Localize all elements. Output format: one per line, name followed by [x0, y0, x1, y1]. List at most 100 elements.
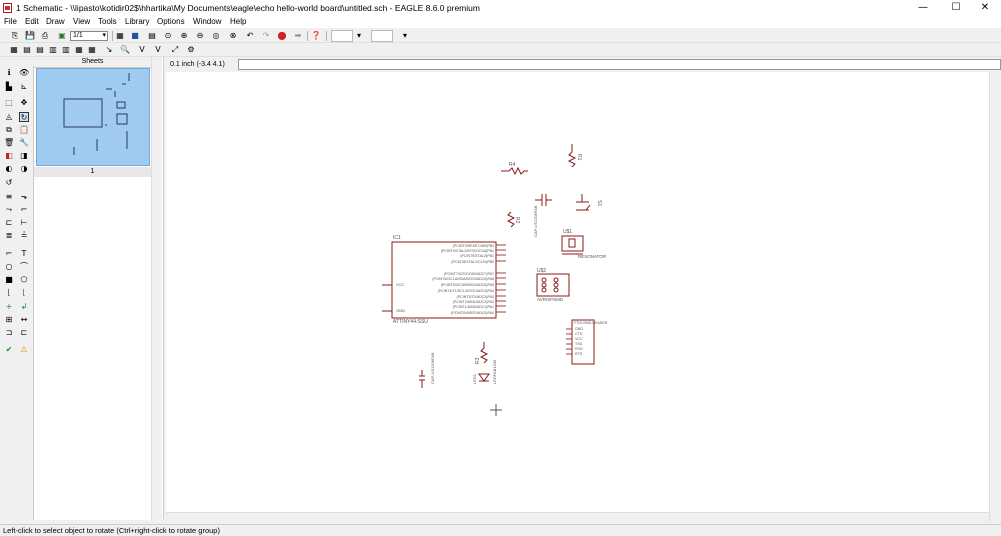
- layer-icon[interactable]: ▤: [23, 45, 31, 54]
- paste-icon[interactable]: 📋: [19, 125, 29, 134]
- gate-icon[interactable]: ⊐: [5, 328, 13, 337]
- erc-icon[interactable]: ✔: [5, 345, 13, 354]
- route-icon[interactable]: ⤢: [171, 45, 179, 54]
- junction-icon[interactable]: +: [5, 302, 13, 311]
- wrench-icon[interactable]: 🔧: [19, 138, 29, 147]
- bus-icon[interactable]: ⌊: [22, 288, 26, 297]
- menu-help[interactable]: Help: [230, 17, 247, 26]
- sheets-scrollbar[interactable]: [151, 57, 162, 520]
- r4-label: R4: [509, 162, 516, 168]
- minimize-button[interactable]: —: [918, 2, 928, 13]
- delete-icon[interactable]: 🗑: [4, 138, 15, 147]
- open-icon[interactable]: ⎘: [11, 31, 19, 40]
- fusion-sync-icon[interactable]: [371, 30, 393, 42]
- split-wire-icon[interactable]: ⤳: [5, 205, 13, 214]
- net-icon[interactable]: ⌊: [7, 288, 11, 297]
- warning-icon[interactable]: ⚠: [20, 345, 28, 354]
- split-icon[interactable]: ◑: [20, 164, 28, 173]
- name-icon[interactable]: ⌐: [20, 205, 28, 214]
- chevron-down-icon[interactable]: ▾: [356, 31, 361, 40]
- board-icon[interactable]: ▤: [148, 31, 156, 40]
- circle-icon[interactable]: ○: [5, 262, 13, 271]
- schematic-drawing: IC1 ATTINY44-SSU VCC GND (PCINT3/RESET/d…: [382, 144, 608, 416]
- invoke-icon[interactable]: ⊏: [20, 328, 28, 337]
- label-icon[interactable]: ⊢: [20, 218, 28, 227]
- ic1-pin-gnd: GND: [396, 308, 405, 313]
- menu-file[interactable]: File: [4, 17, 17, 26]
- layer-icon[interactable]: ▤: [36, 45, 44, 54]
- zoom-out-icon[interactable]: ⊖: [196, 31, 204, 40]
- layer-icon[interactable]: ▥: [49, 45, 57, 54]
- sheet-thumbnail[interactable]: [36, 68, 150, 166]
- value-icon[interactable]: ⊏: [5, 218, 13, 227]
- go-icon[interactable]: ➡: [294, 31, 302, 40]
- wire-style-icon[interactable]: ↘: [105, 45, 113, 54]
- menu-library[interactable]: Library: [125, 17, 150, 26]
- gateswap-icon[interactable]: ◐: [5, 164, 13, 173]
- menu-view[interactable]: View: [73, 17, 91, 26]
- optimize-icon[interactable]: ↺: [5, 178, 13, 187]
- pinswap-icon[interactable]: ◨: [20, 151, 28, 160]
- zoom-redraw-icon[interactable]: ◎: [212, 31, 220, 40]
- command-input[interactable]: [238, 59, 1001, 70]
- value-icon[interactable]: V: [155, 45, 161, 54]
- replace-icon[interactable]: ◧: [5, 151, 13, 160]
- zoom-select-icon[interactable]: ⊗: [229, 31, 237, 40]
- redo-icon[interactable]: ↷: [262, 31, 270, 40]
- ulp-icon[interactable]: ■: [131, 31, 139, 40]
- undo-icon[interactable]: ↶: [246, 31, 254, 40]
- stop-icon[interactable]: ⬤: [277, 31, 287, 40]
- ic1-name: IC1: [393, 235, 401, 241]
- copy-icon[interactable]: ⧉: [6, 125, 12, 134]
- gear-icon[interactable]: ⚙: [187, 45, 195, 54]
- menu-options[interactable]: Options: [157, 17, 185, 26]
- rotate-icon[interactable]: ↻: [19, 112, 29, 122]
- menu-edit[interactable]: Edit: [25, 17, 39, 26]
- line-icon[interactable]: ⌐: [5, 249, 13, 258]
- chevron-down-icon[interactable]: ▾: [402, 31, 407, 40]
- search-icon[interactable]: 🔍: [120, 45, 130, 54]
- save-icon[interactable]: 💾: [25, 31, 35, 40]
- cam-icon[interactable]: ▣: [58, 31, 66, 40]
- display-icon[interactable]: ▙: [5, 82, 13, 91]
- help-icon[interactable]: ❓: [311, 31, 321, 40]
- info-icon[interactable]: ℹ: [7, 68, 11, 77]
- vertical-scrollbar[interactable]: [989, 72, 1001, 522]
- layer-icon[interactable]: ▦: [88, 45, 96, 54]
- schematic-canvas[interactable]: IC1 ATTINY44-SSU VCC GND (PCINT3/RESET/d…: [166, 72, 989, 512]
- horizontal-scrollbar[interactable]: [166, 512, 989, 522]
- rectangle-icon[interactable]: ■: [5, 275, 13, 284]
- close-button[interactable]: ✕: [980, 2, 990, 13]
- arc-icon[interactable]: ⌒: [20, 262, 28, 271]
- add-icon[interactable]: ⊞: [5, 315, 13, 324]
- attribute-icon[interactable]: ≟: [20, 231, 28, 240]
- ic1-pin-label: (PCINT3/T0/ADC3)PA3: [457, 295, 494, 299]
- print-icon[interactable]: ⎙: [41, 31, 49, 40]
- miter-icon[interactable]: ⬎: [20, 192, 28, 201]
- text-icon[interactable]: T: [21, 249, 27, 258]
- sheet-select[interactable]: 1/1: [70, 31, 108, 41]
- value-icon[interactable]: V: [139, 45, 145, 54]
- layer-icon[interactable]: ▥: [62, 45, 70, 54]
- layer-icon[interactable]: ▦: [75, 45, 83, 54]
- menu-tools[interactable]: Tools: [98, 17, 117, 26]
- design-link-icon[interactable]: [331, 30, 353, 42]
- change-icon[interactable]: ≣: [5, 231, 13, 240]
- script-icon[interactable]: ▦: [116, 31, 124, 40]
- show-icon[interactable]: 👁: [19, 68, 30, 77]
- zoom-in-icon[interactable]: ⊕: [180, 31, 188, 40]
- cap-top-label: CAP-US1206FAB: [533, 205, 538, 237]
- move-icon[interactable]: ✥: [20, 98, 28, 107]
- label-icon[interactable]: ↲: [20, 302, 28, 311]
- zoom-fit-icon[interactable]: ⊙: [164, 31, 172, 40]
- group-icon[interactable]: ⬚: [5, 98, 13, 107]
- menu-draw[interactable]: Draw: [46, 17, 65, 26]
- frame-icon[interactable]: ↔: [20, 315, 28, 324]
- mirror-icon[interactable]: ◬: [5, 112, 13, 121]
- smash-icon[interactable]: ≡: [5, 192, 13, 201]
- grid-icon[interactable]: ▦: [10, 45, 18, 54]
- polygon-icon[interactable]: ⬠: [20, 275, 28, 284]
- menu-window[interactable]: Window: [193, 17, 222, 26]
- maximize-button[interactable]: ☐: [951, 2, 961, 13]
- mark-icon[interactable]: ⊾: [20, 82, 28, 91]
